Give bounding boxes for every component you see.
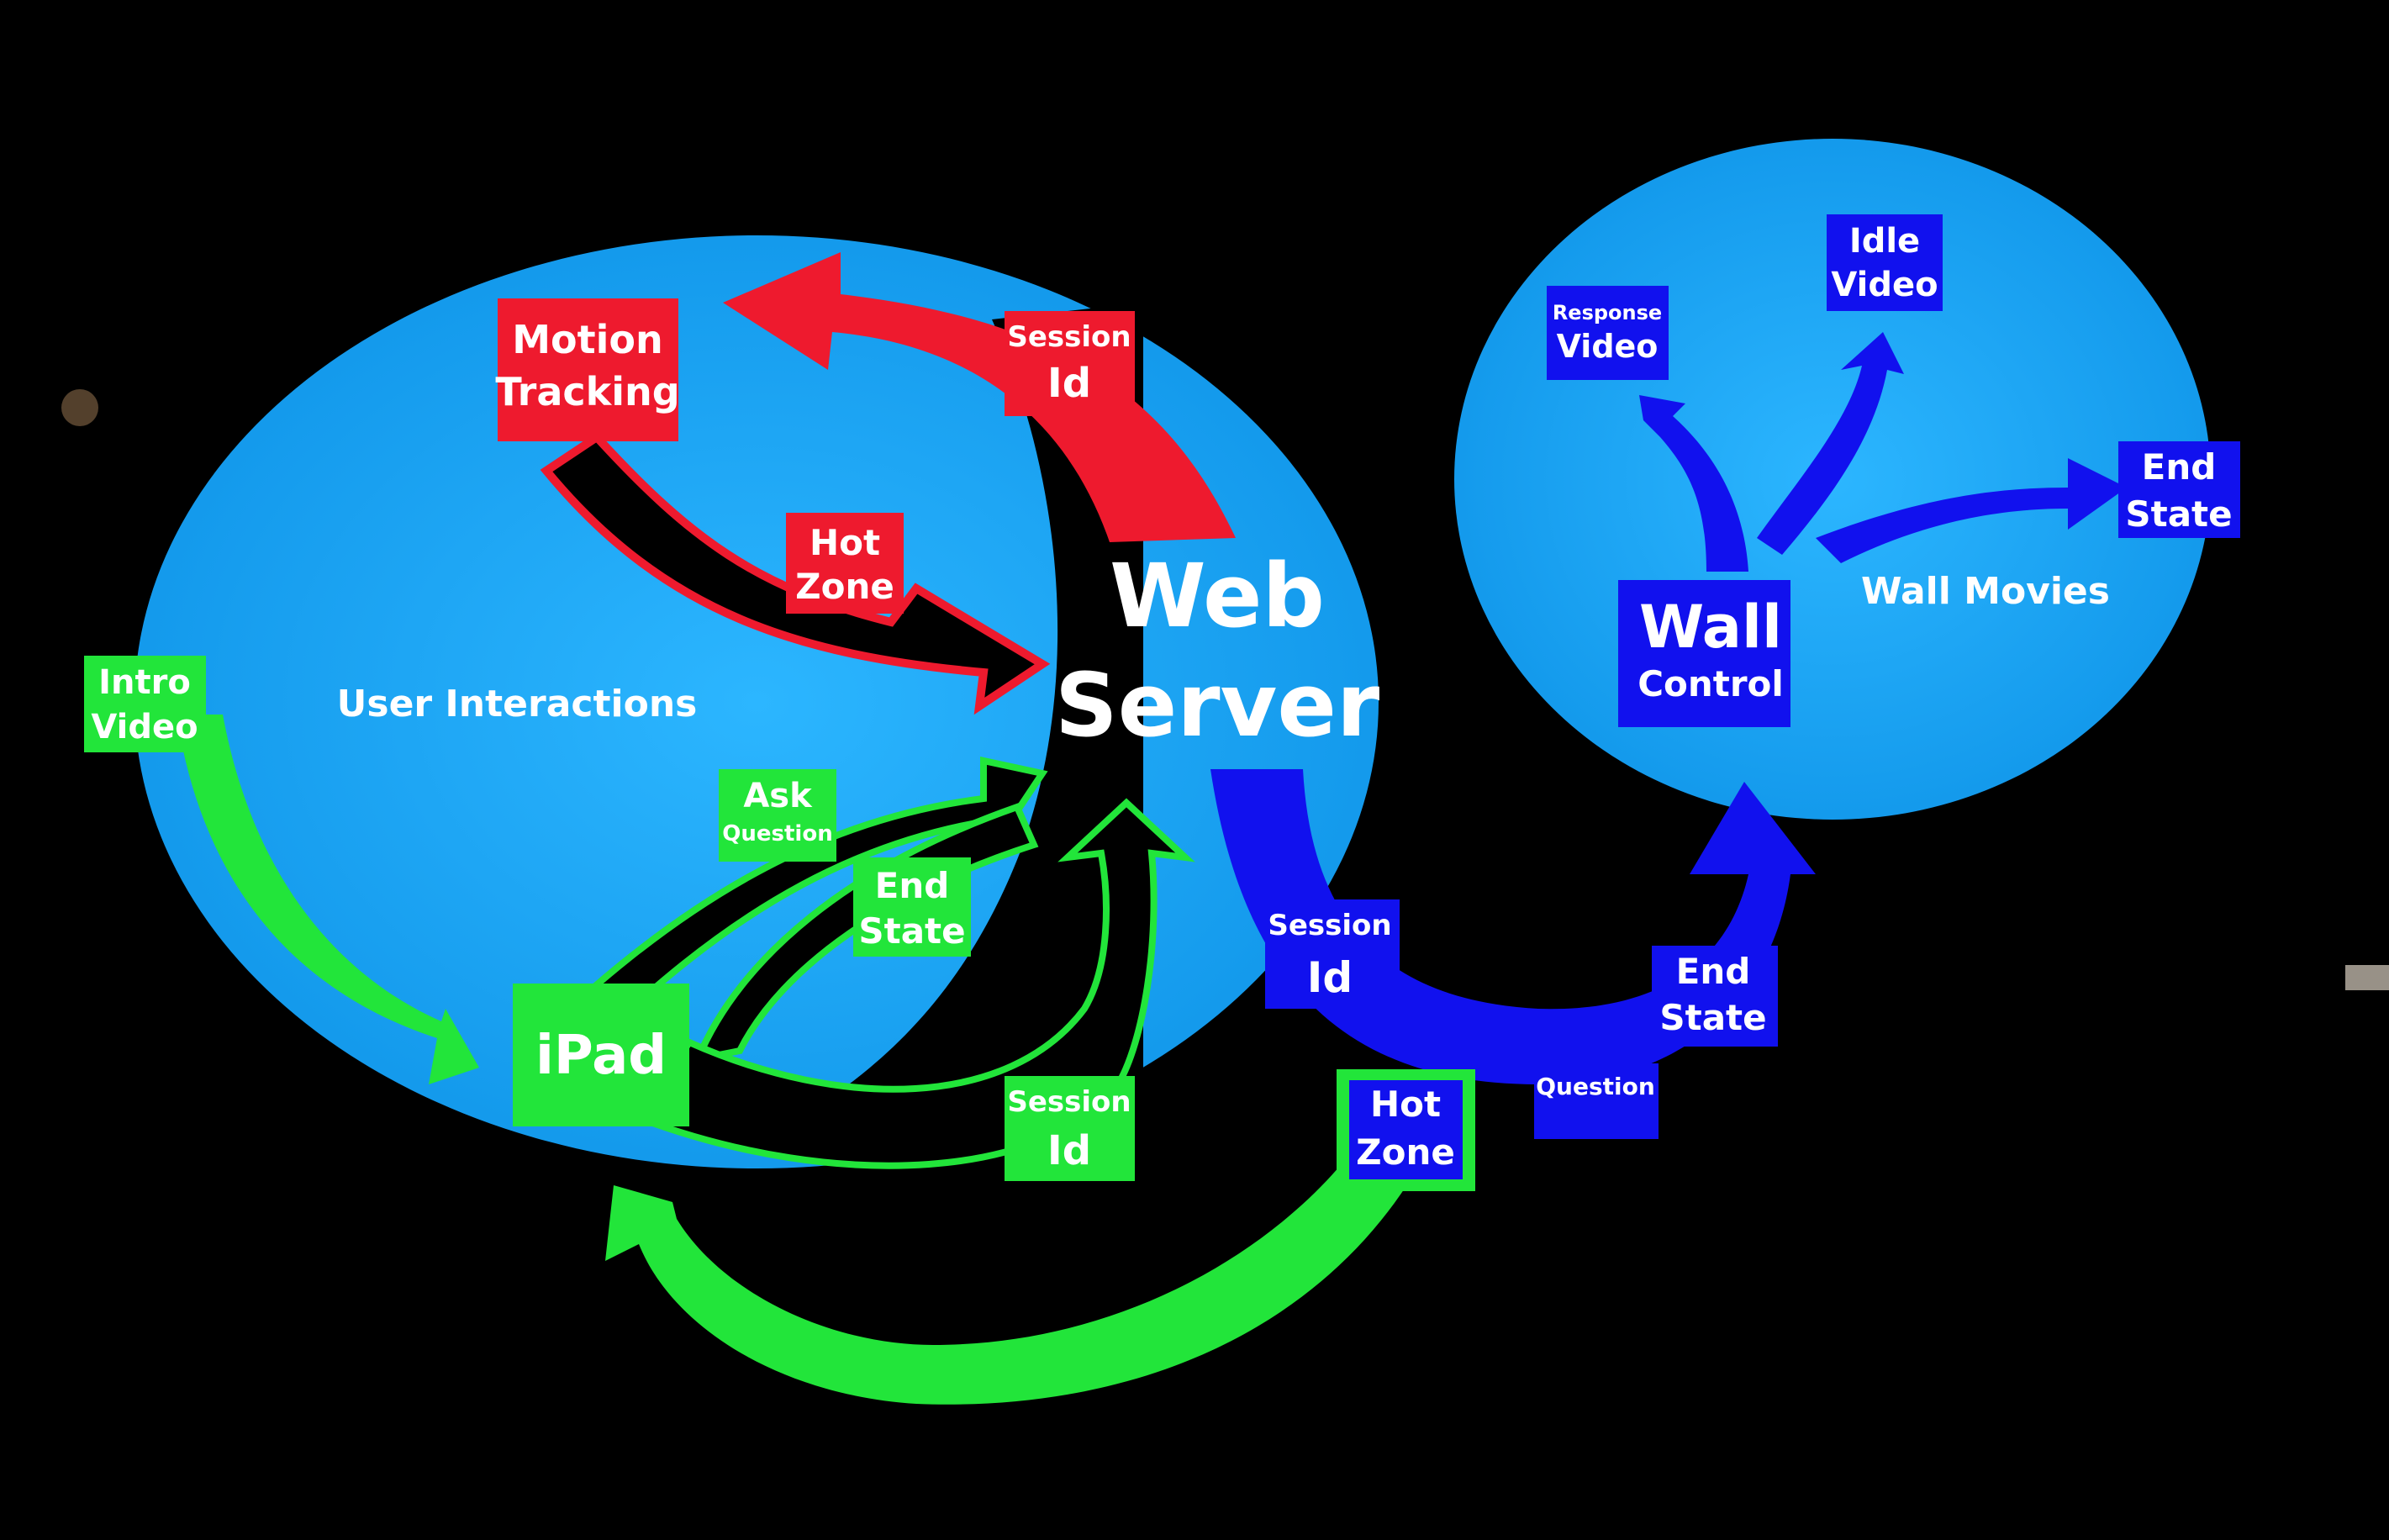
blue-endstate-line2: State — [1659, 997, 1766, 1038]
ipad-box — [513, 984, 689, 1126]
green-session-line2: Id — [1047, 1127, 1091, 1174]
wall-control-box — [1618, 580, 1790, 727]
user-interactions-label: User Interactions — [337, 683, 698, 725]
wall-endstate-line2: State — [2125, 493, 2232, 535]
blue-session-line1: Session — [1268, 909, 1391, 942]
response-video-line2: Video — [1557, 328, 1659, 365]
glare-edge — [2345, 965, 2389, 990]
green-session-box — [1005, 1076, 1135, 1181]
green-endstate-line2: State — [858, 910, 965, 952]
wall-movies-label: Wall Movies — [1861, 570, 2110, 613]
idle-video-line2: Video — [1831, 266, 1938, 304]
idle-video-line1: Idle — [1849, 222, 1920, 261]
intro-video-box — [84, 656, 206, 752]
red-session-line2: Id — [1047, 360, 1091, 407]
motion-tracking-line2: Tracking — [495, 369, 679, 414]
green-session-line1: Session — [1007, 1085, 1131, 1119]
blue-endstate-line1: End — [1676, 951, 1751, 992]
green-intro-arrow — [177, 715, 479, 1084]
blue-idle-arrow — [1757, 332, 1904, 555]
blue-response-arrow — [1639, 395, 1748, 572]
green-hotzone-return-arrow — [605, 1160, 1412, 1405]
red-hot-zone-arrow — [540, 431, 1051, 715]
green-endstate-box — [853, 857, 971, 957]
web-server-line2: Server — [1055, 654, 1379, 757]
blue-question-label: Question — [1536, 1073, 1655, 1100]
red-hot-zone-box — [786, 513, 904, 614]
ask-question-box — [719, 769, 836, 862]
ask-question-line2: Question — [722, 821, 832, 846]
wall-endstate-line1: End — [2142, 446, 2217, 488]
wall-control-line1: Wall — [1639, 593, 1782, 662]
green-ask-arrow — [583, 757, 1048, 1022]
glare-dot — [61, 389, 98, 426]
wall-endstate-box — [2118, 441, 2240, 538]
response-video-line1: Response — [1553, 301, 1662, 324]
green-session-arrow — [633, 798, 1195, 1169]
motion-tracking-line1: Motion — [512, 317, 663, 362]
red-session-arrow — [723, 252, 1236, 542]
blue-session-box — [1265, 899, 1400, 1009]
blue-endstate-box — [1652, 946, 1778, 1047]
blue-endstate-arrow — [1816, 458, 2127, 563]
idle-video-box — [1827, 214, 1943, 311]
red-session-line1: Session — [1007, 320, 1131, 354]
wall-control-line2: Control — [1637, 663, 1784, 704]
green-endstate-line1: End — [875, 865, 950, 906]
response-video-box — [1547, 286, 1669, 380]
web-server-line1: Web — [1110, 545, 1325, 647]
intro-video-line1: Intro — [98, 663, 191, 702]
hot-zone-line1: Hot — [1370, 1084, 1441, 1125]
ask-question-line1: Ask — [743, 777, 813, 815]
red-session-box — [1005, 311, 1135, 416]
ipad-label: iPad — [535, 1025, 667, 1087]
server-gap — [799, 303, 1143, 1118]
intro-video-line2: Video — [91, 708, 198, 746]
blue-question-box — [1534, 1063, 1659, 1139]
hot-zone-line2: Zone — [1356, 1131, 1455, 1173]
blue-session-line2: Id — [1307, 953, 1353, 1002]
hot-zone-box — [1349, 1080, 1463, 1179]
red-hot-zone-line1: Hot — [810, 522, 880, 563]
motion-tracking-box — [498, 298, 678, 441]
red-hot-zone-line2: Zone — [795, 566, 894, 607]
